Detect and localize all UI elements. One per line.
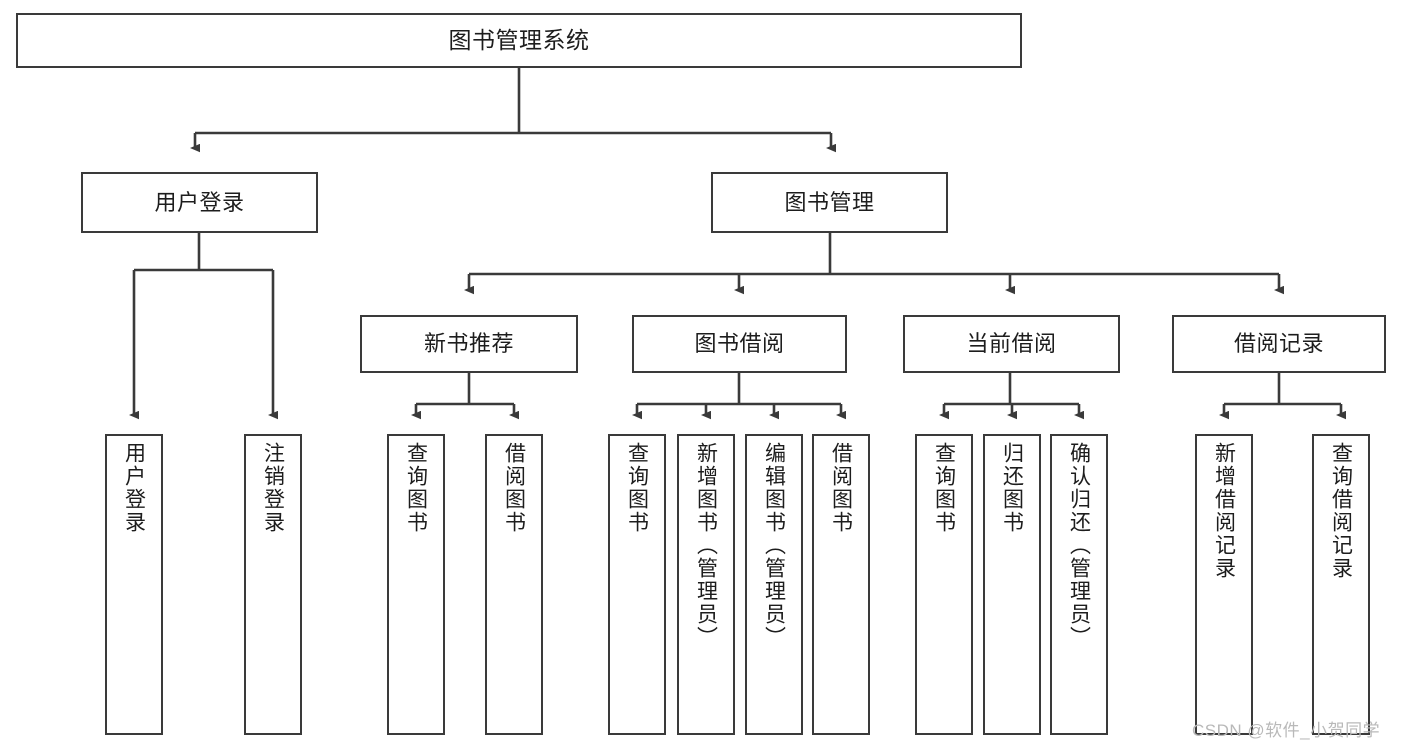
leaf-edit-book-label: 编辑图书（管理员） [762,442,786,649]
leaf-borrow-book-2[interactable]: 借阅图书 [812,434,870,735]
leaf-logout-label: 注销登录 [261,442,285,534]
leaf-return-book[interactable]: 归还图书 [983,434,1041,735]
node-user-login-label: 用户登录 [154,189,245,215]
node-borrow-record-label: 借阅记录 [1233,331,1324,357]
node-borrow-record[interactable]: 借阅记录 [1172,315,1386,373]
leaf-add-record[interactable]: 新增借阅记录 [1195,434,1253,735]
leaf-add-book-label: 新增图书（管理员） [694,442,718,649]
leaf-query-record[interactable]: 查询借阅记录 [1312,434,1370,735]
node-new-book-recommend-label: 新书推荐 [423,331,514,357]
leaf-query-record-label: 查询借阅记录 [1329,442,1353,580]
leaf-borrow-book-2-label: 借阅图书 [829,442,853,534]
leaf-user-login[interactable]: 用户登录 [105,434,163,735]
leaf-confirm-return-label: 确认归还（管理员） [1067,442,1091,649]
node-root-label: 图书管理系统 [448,26,590,53]
csdn-watermark: CSDN @软件_小贺同学 [1192,721,1381,740]
node-current-borrow-label: 当前借阅 [966,331,1057,357]
leaf-borrow-book-1[interactable]: 借阅图书 [485,434,543,735]
leaf-logout[interactable]: 注销登录 [244,434,302,735]
leaf-edit-book[interactable]: 编辑图书（管理员） [745,434,803,735]
leaf-borrow-book-1-label: 借阅图书 [502,442,526,534]
leaf-query-book-2-label: 查询图书 [625,442,649,534]
node-current-borrow[interactable]: 当前借阅 [903,315,1120,373]
node-user-login[interactable]: 用户登录 [81,172,318,233]
node-book-management[interactable]: 图书管理 [711,172,948,233]
leaf-query-book-1[interactable]: 查询图书 [387,434,445,735]
leaf-add-record-label: 新增借阅记录 [1212,442,1236,580]
leaf-query-book-3-label: 查询图书 [932,442,956,534]
leaf-confirm-return[interactable]: 确认归还（管理员） [1050,434,1108,735]
leaf-user-login-label: 用户登录 [122,442,146,534]
leaf-query-book-2[interactable]: 查询图书 [608,434,666,735]
node-new-book-recommend[interactable]: 新书推荐 [360,315,578,373]
node-book-management-label: 图书管理 [784,189,875,215]
leaf-query-book-1-label: 查询图书 [404,442,428,534]
leaf-add-book[interactable]: 新增图书（管理员） [677,434,735,735]
node-book-borrow[interactable]: 图书借阅 [632,315,847,373]
node-root[interactable]: 图书管理系统 [16,13,1022,68]
node-book-borrow-label: 图书借阅 [694,331,785,357]
leaf-return-book-label: 归还图书 [1000,442,1024,534]
leaf-query-book-3[interactable]: 查询图书 [915,434,973,735]
